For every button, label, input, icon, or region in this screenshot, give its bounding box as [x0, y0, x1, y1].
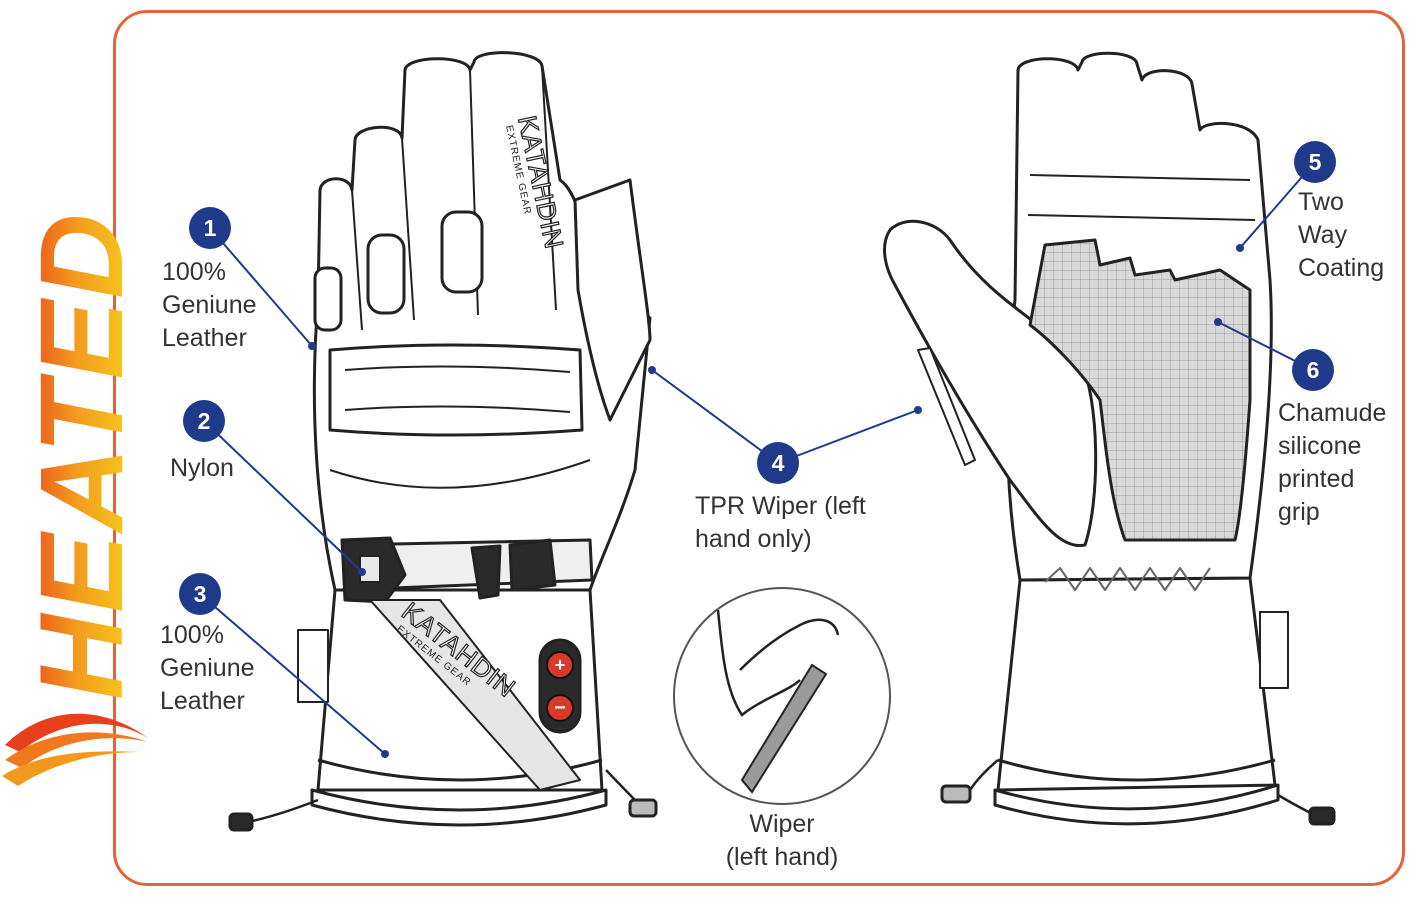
- callout-label-3: 100% Geniune Leather: [160, 621, 255, 715]
- callout-badge-2: 2: [183, 400, 225, 442]
- callout-badge-6: 6: [1292, 349, 1334, 391]
- callout-badge-4: 4: [757, 442, 799, 484]
- callout-label-1: 100% Geniune Leather: [162, 258, 257, 352]
- right-glove-cuff: [996, 576, 1277, 792]
- svg-text:1: 1: [204, 215, 217, 241]
- callout-badge-3: 3: [179, 573, 221, 615]
- heat-minus-button: [546, 694, 574, 722]
- svg-text:5: 5: [1309, 149, 1322, 175]
- flame-icon: [2, 713, 148, 786]
- wiper-inset-label: Wiper (left hand): [725, 810, 839, 871]
- heated-logo-text: HEATED: [16, 212, 148, 700]
- diagram-frame: [113, 10, 1405, 886]
- callout-label-4: TPR Wiper (left hand only): [695, 492, 866, 553]
- wiper-inset: [673, 587, 891, 805]
- callout-label-5: Two Way Coating: [1298, 188, 1385, 282]
- callout-label-6: Chamude silicone printed grip: [1278, 399, 1387, 526]
- svg-text:−: −: [554, 697, 566, 719]
- heat-plus-button: [546, 651, 574, 679]
- left-glove-back: + −: [228, 51, 658, 832]
- svg-text:6: 6: [1307, 357, 1320, 383]
- leader-endpoints: [308, 244, 1244, 758]
- grip-mesh: [1028, 238, 1252, 542]
- svg-text:4: 4: [772, 450, 785, 476]
- callout-label-2: Nylon: [170, 454, 234, 482]
- callout-badge-1: 1: [189, 207, 231, 249]
- svg-text:2: 2: [198, 408, 211, 434]
- callout-badge-5: 5: [1294, 141, 1336, 183]
- heated-logo: HEATED: [2, 212, 148, 786]
- right-glove-palm: [883, 51, 1336, 826]
- svg-text:+: +: [555, 655, 566, 675]
- svg-text:3: 3: [194, 581, 207, 607]
